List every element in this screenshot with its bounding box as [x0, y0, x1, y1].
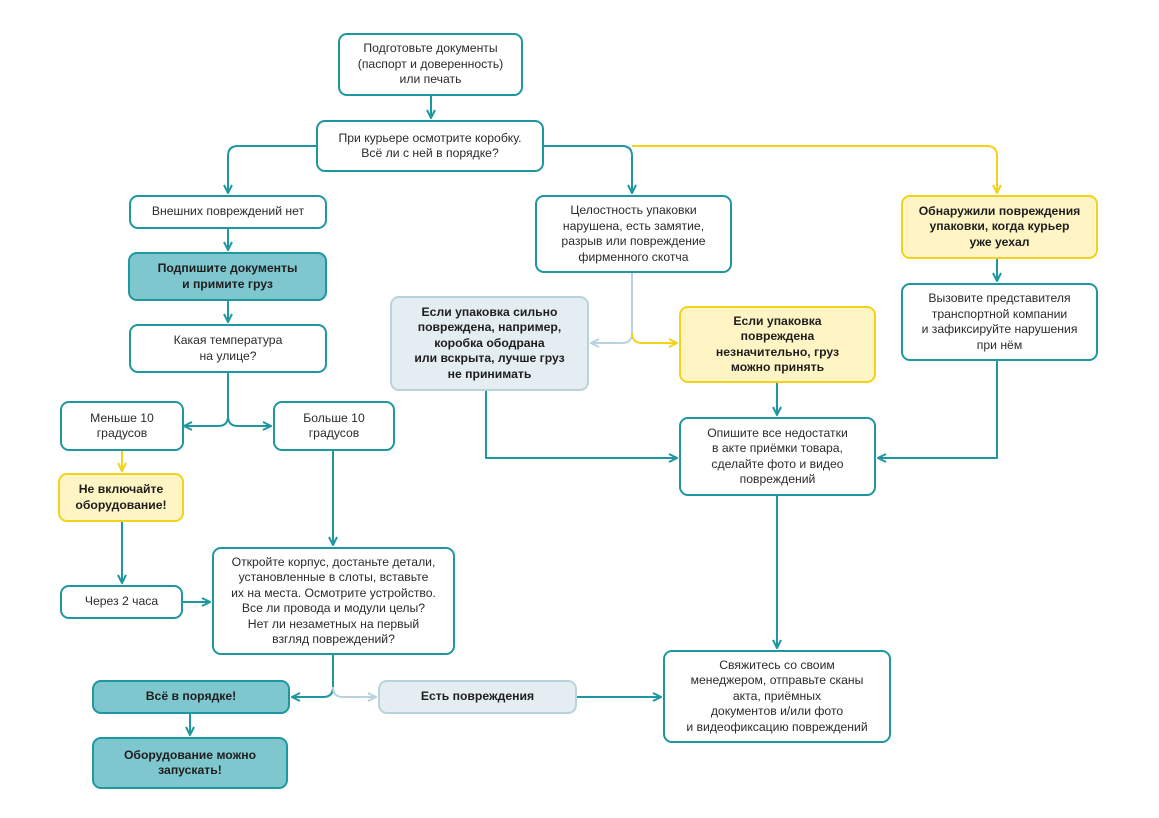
- arrow-heavy-describe: [485, 391, 677, 458]
- open-case-node: Откройте корпус, достаньте детали, устан…: [212, 547, 455, 655]
- equipment-can-start-node: Оборудование можно запускать!: [92, 737, 288, 789]
- sign-documents-node: Подпишите документы и примите груз: [128, 252, 327, 301]
- do-not-turn-on-node: Не включайте оборудование!: [58, 473, 184, 522]
- arrow-inspect-nodamage: [228, 145, 318, 193]
- arrow-call-describe: [878, 361, 998, 458]
- arrow-inspect-integrity: [544, 145, 632, 193]
- call-representative-node: Вызовите представителя транспортной комп…: [901, 283, 1098, 361]
- heavy-damage-node: Если упаковка сильно повреждена, наприме…: [390, 296, 589, 391]
- arrow-open-damage: [332, 686, 376, 697]
- arrow-inspect-found: [632, 145, 997, 193]
- has-damage-node: Есть повреждения: [378, 680, 577, 714]
- arrow-open-allok: [292, 655, 334, 697]
- inspect-box-node: При курьере осмотрите коробку. Всё ли с …: [316, 120, 544, 172]
- all-ok-node: Всё в порядке!: [92, 680, 290, 714]
- less-than-10-node: Меньше 10 градусов: [60, 401, 184, 451]
- package-integrity-node: Целостность упаковки нарушена, есть замя…: [535, 195, 732, 273]
- describe-defects-node: Опишите все недостатки в акте приёмки то…: [679, 417, 876, 496]
- more-than-10-node: Больше 10 градусов: [273, 401, 395, 451]
- no-external-damage-node: Внешних повреждений нет: [129, 195, 327, 229]
- prepare-documents-node: Подготовьте документы (паспорт и доверен…: [338, 33, 523, 96]
- temperature-question-node: Какая температура на улице?: [129, 324, 327, 373]
- contact-manager-node: Свяжитесь со своим менеджером, отправьте…: [663, 650, 891, 743]
- light-damage-node: Если упаковка повреждена незначительно, …: [679, 306, 876, 383]
- arrow-integrity-heavy: [591, 273, 633, 343]
- damage-found-after-node: Обнаружили повреждения упаковки, когда к…: [901, 195, 1098, 259]
- arrow-temp-less10: [184, 373, 229, 426]
- after-2-hours-node: Через 2 часа: [60, 585, 183, 619]
- arrow-integrity-light: [631, 332, 677, 343]
- arrow-temp-more10: [227, 415, 271, 426]
